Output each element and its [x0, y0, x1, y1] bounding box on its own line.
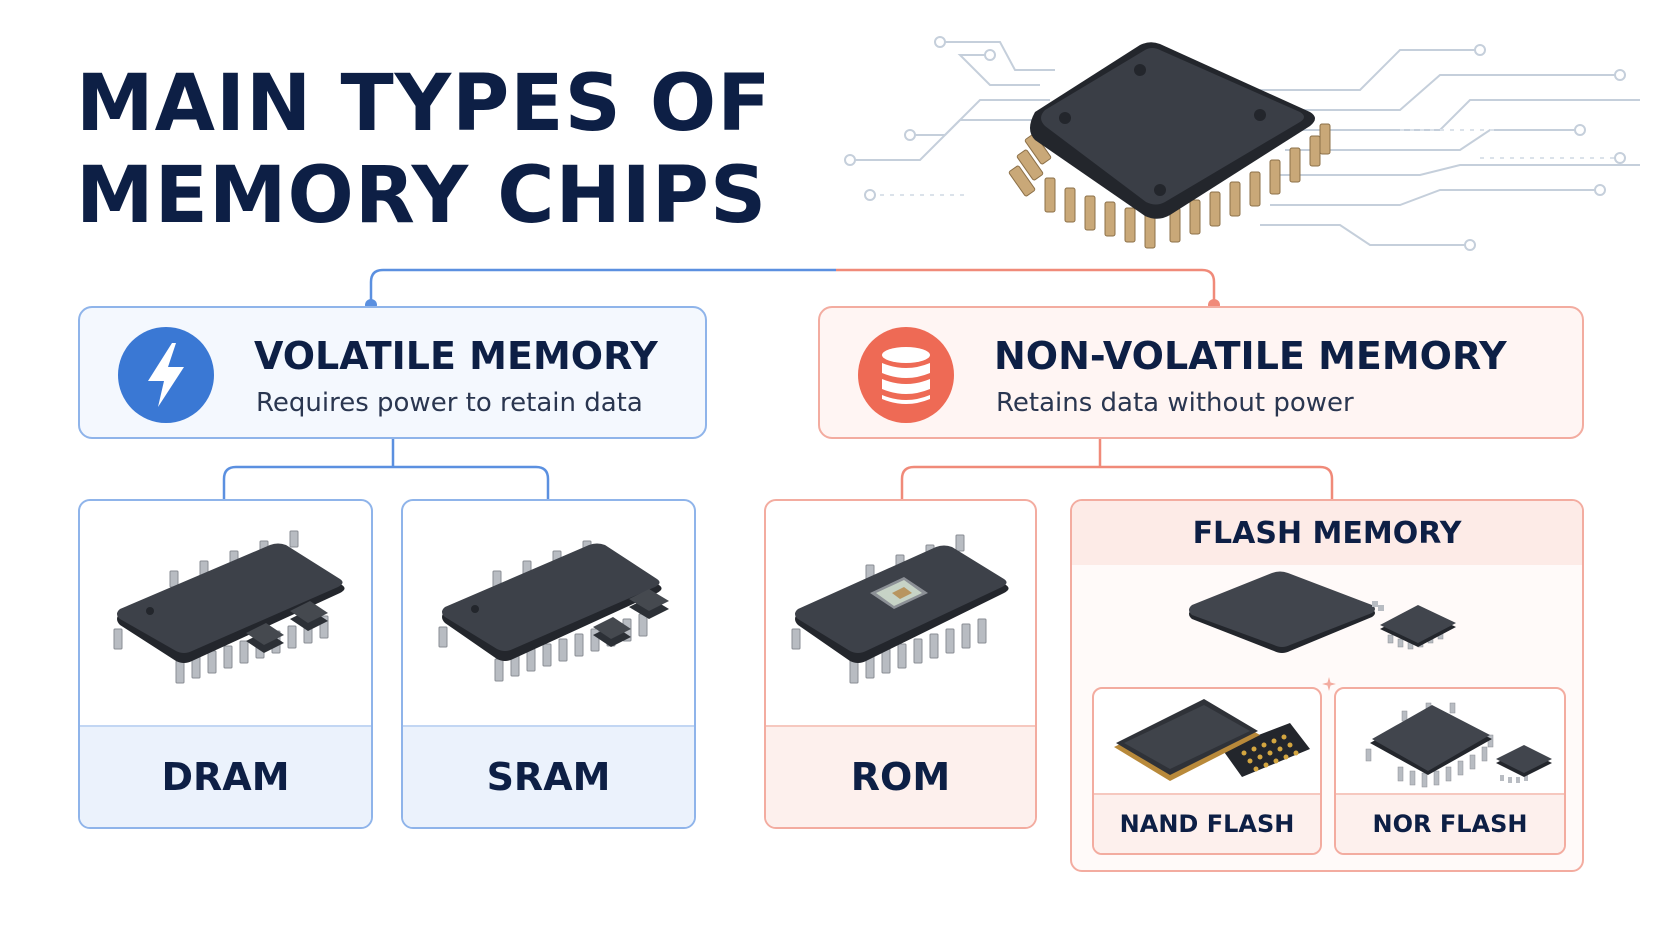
nand-flash-card: NAND FLASH	[1092, 687, 1322, 855]
nonvolatile-memory-box: NON-VOLATILE MEMORY Retains data without…	[818, 306, 1584, 439]
eprom-chip-icon	[791, 534, 1009, 684]
dram-label: DRAM	[80, 725, 371, 827]
nonvolatile-description: Retains data without power	[996, 388, 1354, 418]
page-title: MAIN TYPES OF MEMORY CHIPS	[76, 58, 772, 242]
nor-flash-label: NOR FLASH	[1336, 793, 1564, 853]
dram-card: DRAM	[78, 499, 373, 829]
lightning-bolt-icon	[118, 327, 214, 423]
hero-chip-icon	[844, 36, 1640, 251]
rom-card: ROM	[764, 499, 1037, 829]
nor-chip-icon	[1365, 702, 1552, 788]
nonvolatile-title: NON-VOLATILE MEMORY	[994, 334, 1507, 378]
flash-chip-icon	[1189, 571, 1456, 653]
flash-memory-title: FLASH MEMORY	[1072, 501, 1582, 565]
database-icon	[858, 327, 954, 423]
dram-chip-icon	[113, 530, 345, 684]
rom-label: ROM	[766, 725, 1035, 827]
nand-flash-label: NAND FLASH	[1094, 793, 1320, 853]
sram-chip-icon	[438, 540, 669, 682]
sram-label: SRAM	[403, 725, 694, 827]
title-line-2: MEMORY CHIPS	[76, 151, 768, 241]
volatile-title: VOLATILE MEMORY	[254, 334, 658, 378]
volatile-memory-box: VOLATILE MEMORY Requires power to retain…	[78, 306, 707, 439]
sram-card: SRAM	[401, 499, 696, 829]
nand-chip-icon	[1114, 699, 1310, 781]
sparkle-icon	[1322, 677, 1336, 691]
nor-flash-card: NOR FLASH	[1334, 687, 1566, 855]
title-line-1: MAIN TYPES OF	[76, 59, 772, 149]
volatile-description: Requires power to retain data	[256, 388, 643, 418]
flash-memory-group: FLASH MEMORY N	[1070, 499, 1584, 872]
